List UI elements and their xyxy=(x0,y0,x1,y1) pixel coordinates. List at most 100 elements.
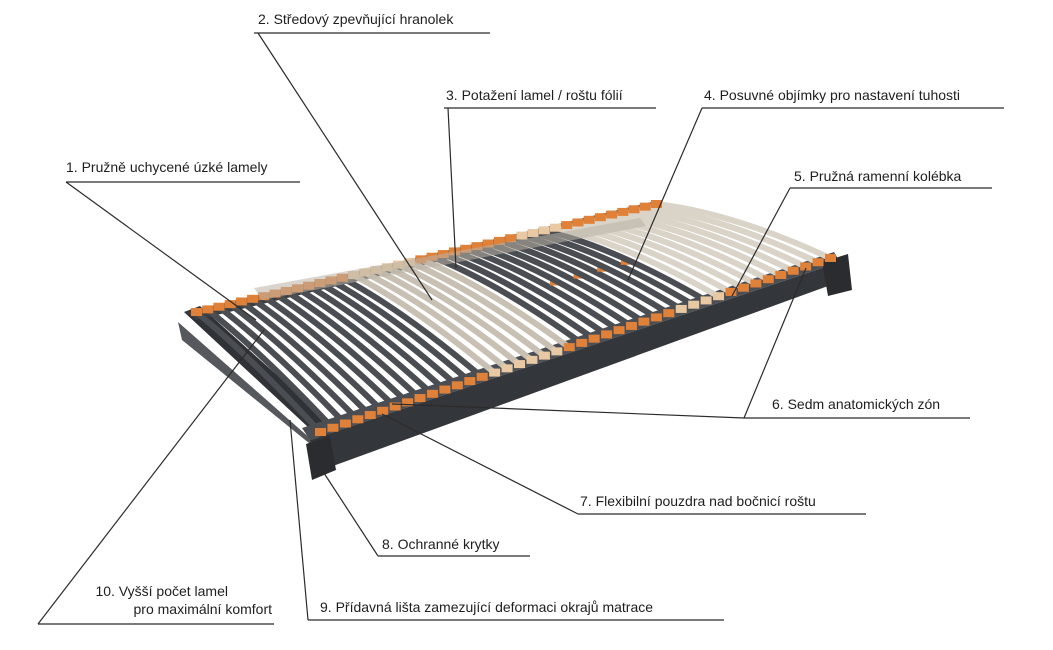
slat-sleeve-front xyxy=(613,326,625,335)
slat-sleeve-back xyxy=(516,231,528,240)
slat xyxy=(621,208,795,274)
slat-sleeve-front xyxy=(489,368,501,377)
leader-line-2-pointer xyxy=(257,32,433,301)
slat-sleeve-back xyxy=(606,210,618,219)
leader-line-4-pointer xyxy=(627,107,703,281)
slat-sleeve-front xyxy=(377,406,389,415)
slat xyxy=(588,216,757,287)
leader-line-6-pointer xyxy=(743,267,807,419)
slat-sleeve-back xyxy=(639,202,651,211)
slat-sleeve-back xyxy=(538,226,550,235)
slat-sleeve-back xyxy=(583,215,595,224)
slat-sleeve-front xyxy=(825,254,836,262)
slat-sleeve-front xyxy=(638,317,650,326)
callout-3-label: 3. Potažení lamel / roštu fólií xyxy=(446,87,623,103)
slat-sleeve-front xyxy=(762,275,774,284)
slat-sleeve-back xyxy=(505,234,517,243)
slat-sleeve-front xyxy=(315,428,326,436)
callout-10-label-line1: 10. Vyšší počet lamel xyxy=(95,583,228,599)
slat-sleeve-back xyxy=(202,305,214,314)
slat xyxy=(329,277,472,384)
slat xyxy=(227,301,360,422)
slat-sleeve-front xyxy=(737,283,749,292)
slat-sleeve-front xyxy=(538,351,550,360)
slat-sleeve-back xyxy=(527,228,539,237)
slat-sleeve-back xyxy=(561,221,573,230)
slat xyxy=(362,269,509,371)
slat-sleeve-front xyxy=(650,313,662,322)
slat-sleeve-front xyxy=(327,423,339,432)
slat-sleeve-front xyxy=(526,355,538,364)
slat-sleeve-front xyxy=(514,360,526,369)
slat xyxy=(194,309,323,435)
slat-sleeve-front xyxy=(414,394,426,403)
slat-sleeve-front xyxy=(352,415,364,424)
slat-sleeve-front xyxy=(402,398,414,407)
slat-sleeve-back xyxy=(224,300,236,309)
slat-sleeve-front xyxy=(625,321,637,330)
callout-5-label: 5. Pružná ramenní kolébka xyxy=(794,168,962,184)
slat-sleeve-back xyxy=(213,302,225,311)
slat xyxy=(610,211,782,278)
bed-base-illustration xyxy=(178,200,852,480)
slat-sleeve-back xyxy=(617,207,629,216)
leader-line-10-pointer xyxy=(37,329,265,625)
slat-sleeve-front xyxy=(563,343,575,352)
center-reinforcing-batten xyxy=(254,218,646,300)
leader-line-7-pointer xyxy=(381,413,579,515)
leader-line-8-pointer xyxy=(321,469,379,557)
slat-sleeve-front xyxy=(551,347,563,356)
slat xyxy=(205,307,335,430)
leader-line-9-pointer xyxy=(289,419,309,621)
slat-sleeve-front xyxy=(464,377,476,386)
slat-sleeve-front xyxy=(787,266,799,275)
slat xyxy=(599,214,770,282)
slat-sleeve-front xyxy=(426,389,438,398)
slat-sleeve-back xyxy=(628,205,640,214)
head-end-cap xyxy=(822,254,852,296)
slat-sleeve-front xyxy=(688,300,700,309)
slat-sleeve-front xyxy=(713,292,725,301)
slat xyxy=(633,206,807,270)
callout-4-label: 4. Posuvné objímky pro nastavení tuhosti xyxy=(704,87,961,103)
slat xyxy=(272,291,410,405)
slat-sleeve-back xyxy=(471,242,483,251)
slat-sleeve-back xyxy=(235,297,247,306)
slat-sleeve-front xyxy=(700,296,712,305)
side-frame-front xyxy=(310,262,850,470)
slat-sleeve-front xyxy=(750,279,762,288)
slat-sleeve-back xyxy=(594,213,606,222)
slat-sleeve-back xyxy=(247,294,259,303)
leader-line-1-pointer xyxy=(65,181,257,321)
protective-cap xyxy=(306,436,336,480)
slat xyxy=(295,285,434,397)
slat-sleeve-front xyxy=(339,419,351,428)
leader-lines xyxy=(37,32,1004,625)
slat-sleeve-front xyxy=(588,334,600,343)
slat xyxy=(216,304,348,426)
slat xyxy=(340,275,484,380)
callout-2-label: 2. Středový zpevňující hranolek xyxy=(258,11,454,27)
slat-sleeve-back xyxy=(550,223,562,232)
slat-sleeve-front xyxy=(800,262,812,271)
slat-sleeve-front xyxy=(439,385,451,394)
slat-sleeve-front xyxy=(364,411,376,420)
slat-sleeve-front xyxy=(601,330,613,339)
slat xyxy=(644,203,819,265)
callout-1-label: 1. Pružně uchycené úzké lamely xyxy=(66,159,268,175)
slat xyxy=(306,283,447,392)
slat-sleeve-front xyxy=(812,258,824,267)
slat-sleeve-front xyxy=(675,304,687,313)
leader-line-5-pointer xyxy=(731,187,791,297)
slat-sleeve-back xyxy=(493,236,505,245)
slat-sleeve-back xyxy=(449,247,461,256)
slat-sleeve-front xyxy=(501,364,513,373)
slat-sleeve-back xyxy=(482,239,494,248)
leader-line-6-pointer-b xyxy=(391,403,745,419)
leader-line-3-pointer xyxy=(447,107,457,269)
slat xyxy=(408,259,559,354)
slat xyxy=(317,280,459,388)
slat xyxy=(239,299,372,418)
slat-sleeve-back xyxy=(460,244,472,253)
additional-edge-bar xyxy=(178,322,320,452)
